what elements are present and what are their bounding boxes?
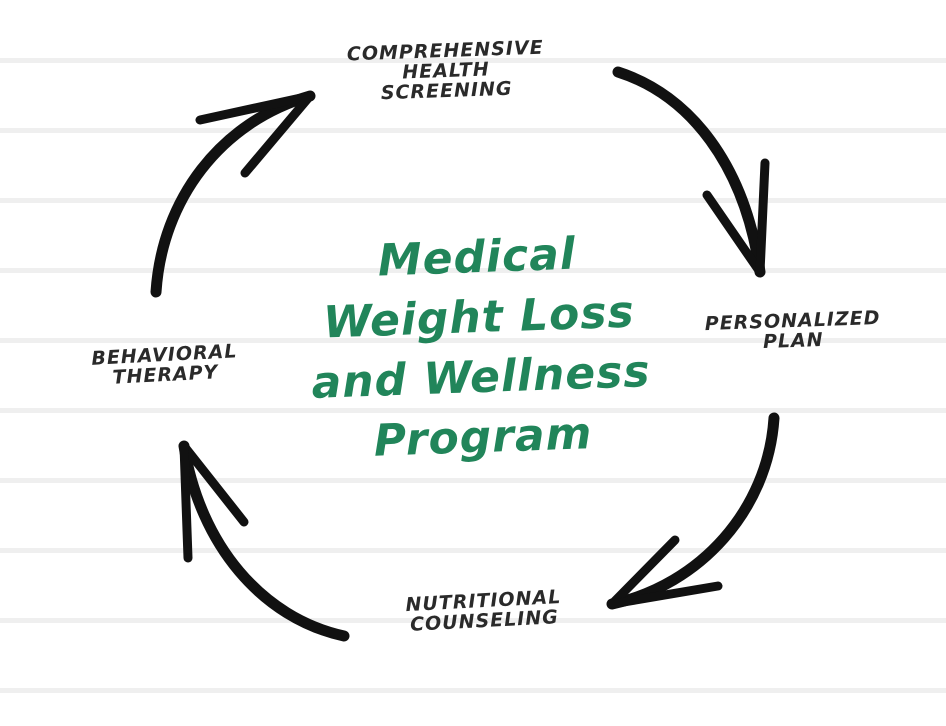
rule-line	[0, 478, 946, 483]
rule-line	[0, 58, 946, 63]
arrow-nutrition-to-behavioral	[178, 440, 350, 642]
program-title: Medical Weight Loss and Wellness Program	[266, 221, 694, 476]
rule-line	[0, 128, 946, 133]
arrow-behavioral-to-screening	[150, 90, 316, 298]
step-comprehensive-health-screening: Comprehensive Health Screening	[327, 37, 565, 106]
rule-line	[0, 268, 946, 273]
arrow-screening-to-plan	[612, 66, 770, 278]
rule-line	[0, 618, 946, 623]
rule-line	[0, 338, 946, 343]
rule-line	[0, 198, 946, 203]
rule-line	[0, 688, 946, 693]
rule-line	[0, 548, 946, 553]
step-personalized-plan: Personalized Plan	[685, 307, 900, 355]
arrow-plan-to-nutrition	[606, 412, 780, 610]
rule-line	[0, 408, 946, 413]
